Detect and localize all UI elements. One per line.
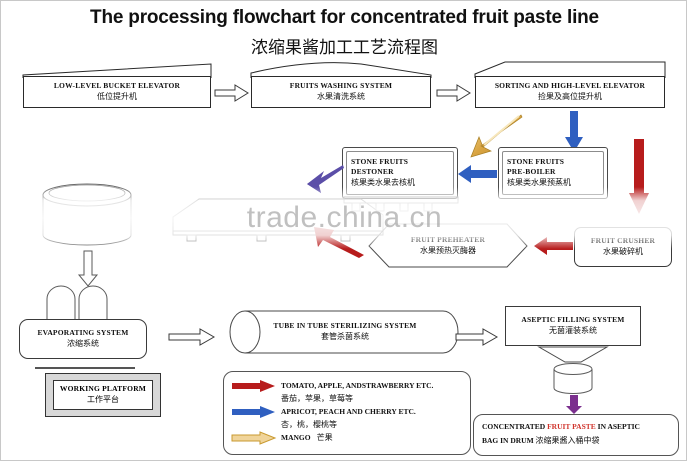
- hollow-arrow-to-sterilizer: [168, 328, 216, 346]
- evaporating-system-label-en: EVAPORATING SYSTEM: [37, 328, 129, 338]
- tube-sterilizer-label-en: TUBE IN TUBE STERILIZING SYSTEM: [273, 321, 417, 331]
- node-fruits-washing-system[interactable]: FRUITS WASHING SYSTEM 水果清洗系统: [251, 76, 431, 108]
- page-title-chinese: 浓缩果酱加工工艺流程图: [251, 38, 438, 58]
- legend-spacer-2: [232, 419, 276, 431]
- legend-item-gold: MANGO 芒果: [231, 430, 462, 445]
- final-product-line-1: CONCENTRATED FRUIT PASTE IN ASEPTIC: [482, 421, 670, 434]
- stone-fruits-destoner-text-group: STONE FRUITS DESTONER 核果类水果去核机: [343, 157, 415, 189]
- platform-support-bar: [35, 367, 135, 369]
- fruit-preheater-label-en: FRUIT PREHEATER: [410, 235, 486, 245]
- stone-fruits-destoner-label-cn: 核果类水果去核机: [351, 178, 415, 188]
- legend-item-red-cn: 番茄，苹果，草莓等: [232, 392, 462, 405]
- aseptic-filling-label-cn: 无菌灌装系统: [549, 326, 597, 336]
- node-sorting-and-high-level-elevator[interactable]: SORTING AND HIGH-LEVEL ELEVATOR 捡果及高位提升机: [475, 76, 665, 108]
- final-product-line-2-en: BAG IN DRUM: [482, 435, 536, 445]
- final-product-box[interactable]: CONCENTRATED FRUIT PASTE IN ASEPTIC BAG …: [473, 414, 679, 456]
- fruits-washing-roof: [251, 61, 433, 79]
- fruit-crusher-label-cn: 水果破碎机: [603, 247, 643, 257]
- final-product-line-1-suffix: IN ASEPTIC: [595, 422, 640, 431]
- hollow-arrow-to-filling: [455, 328, 499, 346]
- working-platform-label-en: WORKING PLATFORM: [59, 384, 147, 394]
- hollow-arrow-sorting: [436, 84, 471, 102]
- legend-item-red: TOMATO, APPLE, ANDSTRAWBERRY ETC.: [232, 379, 462, 392]
- red-arrow-preheater-to-evaporator: [306, 225, 366, 259]
- stone-fruits-pre-boiler-label-en-2: PRE-BOILER: [507, 167, 556, 177]
- legend-spacer-1: [232, 393, 276, 405]
- legend-label-gold-cn: 芒果: [316, 433, 333, 442]
- final-product-line-1-prefix: CONCENTRATED: [482, 422, 548, 431]
- stone-fruits-pre-boiler-label-en-1: STONE FRUITS: [507, 157, 565, 167]
- purple-arrow-destoner-out: [305, 164, 345, 196]
- legend-item-blue: APRICOT, PEACH AND CHERRY ETC.: [232, 405, 462, 418]
- fruits-washing-system-label-cn: 水果清洗系统: [317, 92, 365, 102]
- legend-panel: TOMATO, APPLE, ANDSTRAWBERRY ETC. 番茄，苹果，…: [223, 371, 471, 455]
- gold-arrow-icon: [231, 430, 277, 445]
- stone-fruits-pre-boiler-label-cn: 核果类水果预蒸机: [507, 178, 571, 188]
- red-arrow-down-to-crusher: [628, 139, 650, 215]
- aseptic-filling-label-en: ASEPTIC FILLING SYSTEM: [521, 315, 625, 325]
- tank-to-evaporator-arrow: [77, 251, 99, 287]
- filling-funnel-illustration: [537, 346, 609, 364]
- fruit-crusher-label-en: FRUIT CRUSHER: [590, 236, 656, 246]
- legend-label-blue-en: APRICOT, PEACH AND CHERRY ETC.: [281, 407, 416, 416]
- legend-item-blue-cn: 杏，桃，樱桃等: [232, 418, 462, 431]
- fruit-preheater-label-cn: 水果预热灭酶器: [420, 246, 476, 256]
- evaporator-columns-illustration: [41, 287, 115, 325]
- low-level-bucket-elevator-label-en: LOW-LEVEL BUCKET ELEVATOR: [53, 81, 181, 91]
- sorting-elevator-label-en: SORTING AND HIGH-LEVEL ELEVATOR: [494, 81, 646, 91]
- hollow-arrow-wash: [214, 84, 249, 102]
- node-fruit-crusher[interactable]: FRUIT CRUSHER 水果破碎机: [574, 227, 672, 267]
- gold-arrow-mango-path: [467, 113, 523, 161]
- node-working-platform[interactable]: WORKING PLATFORM 工作平台: [45, 373, 161, 417]
- final-product-highlight: FRUIT PASTE: [547, 422, 596, 431]
- working-platform-inner: WORKING PLATFORM 工作平台: [53, 380, 153, 410]
- low-level-bucket-elevator-label-cn: 低位提升机: [97, 92, 137, 102]
- final-product-line-2-cn: 浓缩果酱入桶中袋: [535, 435, 600, 445]
- tube-sterilizer-label-cn: 套管杀菌系统: [321, 332, 369, 342]
- drum-illustration: [552, 363, 594, 395]
- stone-fruits-pre-boiler-text-group: STONE FRUITS PRE-BOILER 核果类水果预蒸机: [499, 157, 571, 189]
- node-fruit-preheater[interactable]: FRUIT PREHEATER 水果预热灭酶器: [367, 223, 529, 269]
- tube-sterilizer-shape: [229, 307, 451, 357]
- node-stone-fruits-pre-boiler[interactable]: STONE FRUITS PRE-BOILER 核果类水果预蒸机: [498, 147, 608, 199]
- page-title-english: The processing flowchart for concentrate…: [90, 7, 599, 28]
- legend-label-gold-en: MANGO: [281, 433, 311, 442]
- node-tube-in-tube-sterilizing-system[interactable]: TUBE IN TUBE STERILIZING SYSTEM 套管杀菌系统: [245, 309, 445, 355]
- sorting-elevator-label-cn: 捡果及高位提升机: [538, 92, 602, 102]
- node-aseptic-filling-system[interactable]: ASEPTIC FILLING SYSTEM 无菌灌装系统: [505, 306, 641, 346]
- red-arrow-crusher-to-preheater: [534, 237, 574, 255]
- red-arrow-icon: [232, 379, 276, 392]
- stone-fruits-destoner-label-en-1: STONE FRUITS: [351, 157, 409, 167]
- destoner-base-illustration: [342, 197, 460, 213]
- fruits-washing-system-label-en: FRUITS WASHING SYSTEM: [289, 81, 393, 91]
- blue-arrow-left-to-destoner: [458, 165, 498, 183]
- node-evaporating-system[interactable]: EVAPORATING SYSTEM 浓缩系统: [19, 319, 147, 359]
- blue-arrow-icon: [232, 405, 276, 418]
- storage-tank-illustration: [41, 183, 133, 249]
- legend-label-blue-cn: 杏，桃，樱桃等: [281, 420, 337, 429]
- stone-fruits-destoner-label-en-2: DESTONER: [351, 167, 394, 177]
- sorting-elevator-roof: [475, 61, 667, 79]
- node-low-level-bucket-elevator[interactable]: LOW-LEVEL BUCKET ELEVATOR 低位提升机: [23, 76, 211, 108]
- working-platform-label-cn: 工作平台: [87, 395, 119, 405]
- legend-label-red-en: TOMATO, APPLE, ANDSTRAWBERRY ETC.: [281, 381, 434, 390]
- final-product-line-2: BAG IN DRUM 浓缩果酱入桶中袋: [482, 434, 670, 448]
- legend-label-red-cn: 番茄，苹果，草莓等: [281, 394, 353, 403]
- purple-arrow-to-final-product: [565, 395, 583, 415]
- blue-arrow-down-to-pre-boiler: [564, 111, 584, 153]
- evaporating-system-label-cn: 浓缩系统: [67, 339, 99, 349]
